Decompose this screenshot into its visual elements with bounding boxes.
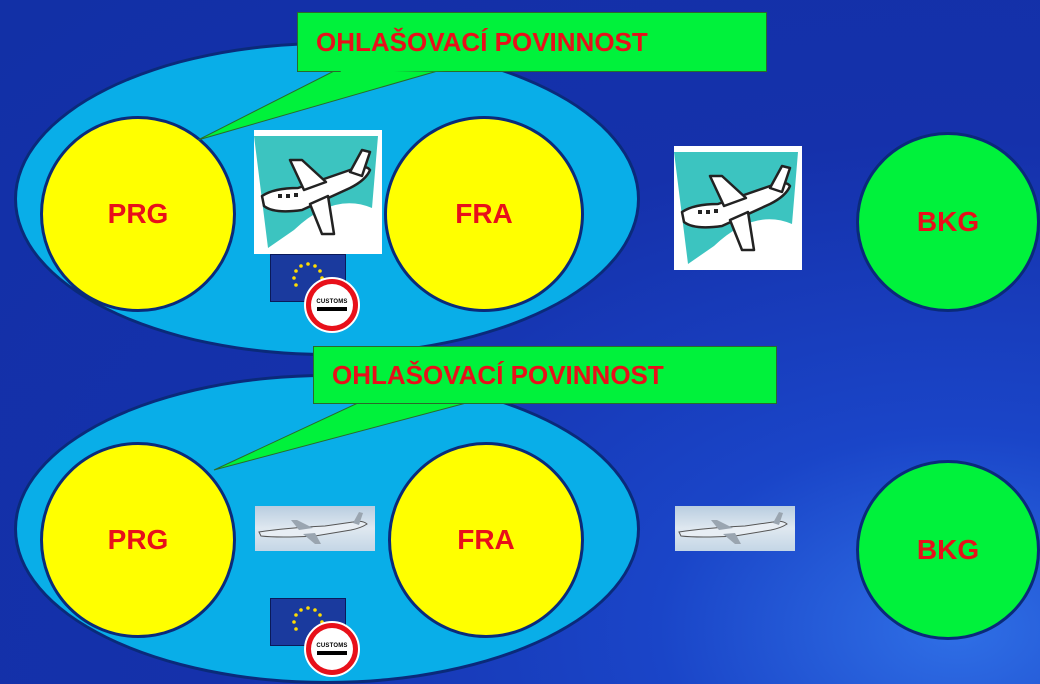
fra-label: FRA [455,198,513,229]
customs-sign-icon: CUSTOMS [304,621,360,677]
customs-label: CUSTOMS [316,643,348,649]
diagram-section-clipart: PRG FRA BKG [14,12,1040,356]
customs-label: CUSTOMS [316,299,348,305]
bkg-label: BKG [916,206,980,237]
reporting-obligation-callout: OHLAŠOVACÍ POVINNOST [313,346,777,404]
eu-customs-badge: CUSTOMS [270,254,362,334]
prg-label: PRG [107,198,169,229]
reporting-obligation-callout: OHLAŠOVACÍ POVINNOST [297,12,767,72]
bkg-airport-circle: BKG [856,132,1040,312]
prg-airport-circle: PRG [40,442,236,638]
fra-label: FRA [457,524,515,555]
eu-customs-badge: CUSTOMS [270,598,362,678]
customs-sign-icon: CUSTOMS [304,277,360,333]
airplane-photo-icon [255,506,375,551]
diagram-section-photo: PRG FRA BKG [0,330,1040,684]
airplane-card-icon [254,130,382,254]
bkg-airport-circle: BKG [856,460,1040,640]
fra-airport-circle: FRA [388,442,584,638]
prg-airport-circle: PRG [40,116,236,312]
prg-label: PRG [107,524,169,555]
callout-text: OHLAŠOVACÍ POVINNOST [332,359,664,390]
airplane-card-icon [674,146,802,270]
callout-text: OHLAŠOVACÍ POVINNOST [316,26,648,57]
fra-airport-circle: FRA [384,116,584,312]
airplane-photo-icon [675,506,795,551]
bkg-label: BKG [916,534,980,565]
